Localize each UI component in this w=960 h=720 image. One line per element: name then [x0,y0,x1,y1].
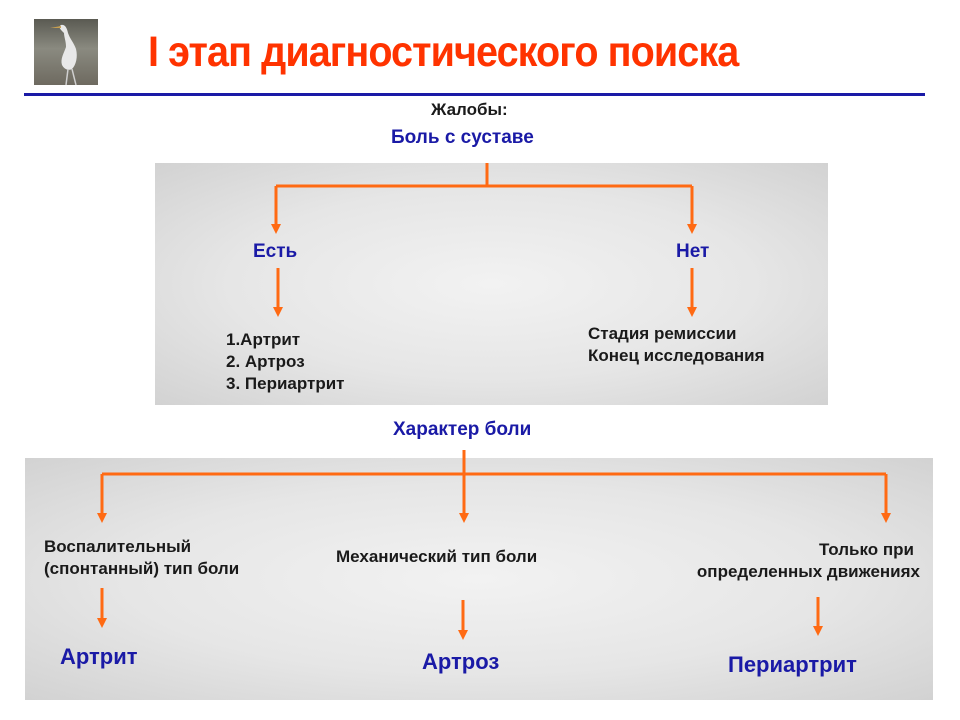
complaints-value: Боль с суставе [391,127,534,148]
mechanical-pain-text: Механический тип боли [336,547,538,566]
remission-line: Конец исследования [588,346,765,365]
result-arthritis: Артрит [60,644,138,669]
branch-no-label: Нет [676,241,710,262]
result-periarthritis: Периартрит [728,652,857,677]
branch-yes-label: Есть [253,241,298,262]
result-arthrosis: Артроз [422,649,500,674]
heron-logo [34,19,98,85]
diagnosis-list: 1.Артрит 2. Артроз 3. Периартрит [226,329,345,395]
remission-text: Стадия ремиссии Конец исследования [588,323,765,367]
remission-line: Стадия ремиссии [588,324,737,343]
pain-character-panel [25,458,933,700]
diagnosis-item: 1.Артрит [226,330,301,349]
inflammatory-line: Воспалительный [44,537,192,556]
movement-line: определенных движениях [696,562,920,581]
inflammatory-line: (спонтанный) тип боли [44,559,240,578]
inflammatory-pain-text: Воспалительный (спонтанный) тип боли [44,536,239,580]
diagnosis-item: 2. Артроз [226,352,305,371]
movement-line: Только при [818,540,914,559]
diagnosis-item: 3. Периартрит [226,374,345,393]
complaints-label: Жалобы: [431,100,508,119]
title-underline [24,93,925,96]
page-title: I этап диагностического поиска [148,28,739,76]
pain-character-label: Характер боли [393,419,532,440]
complaints-panel [155,163,828,405]
movement-pain-text: Только при определенных движениях [600,539,920,583]
